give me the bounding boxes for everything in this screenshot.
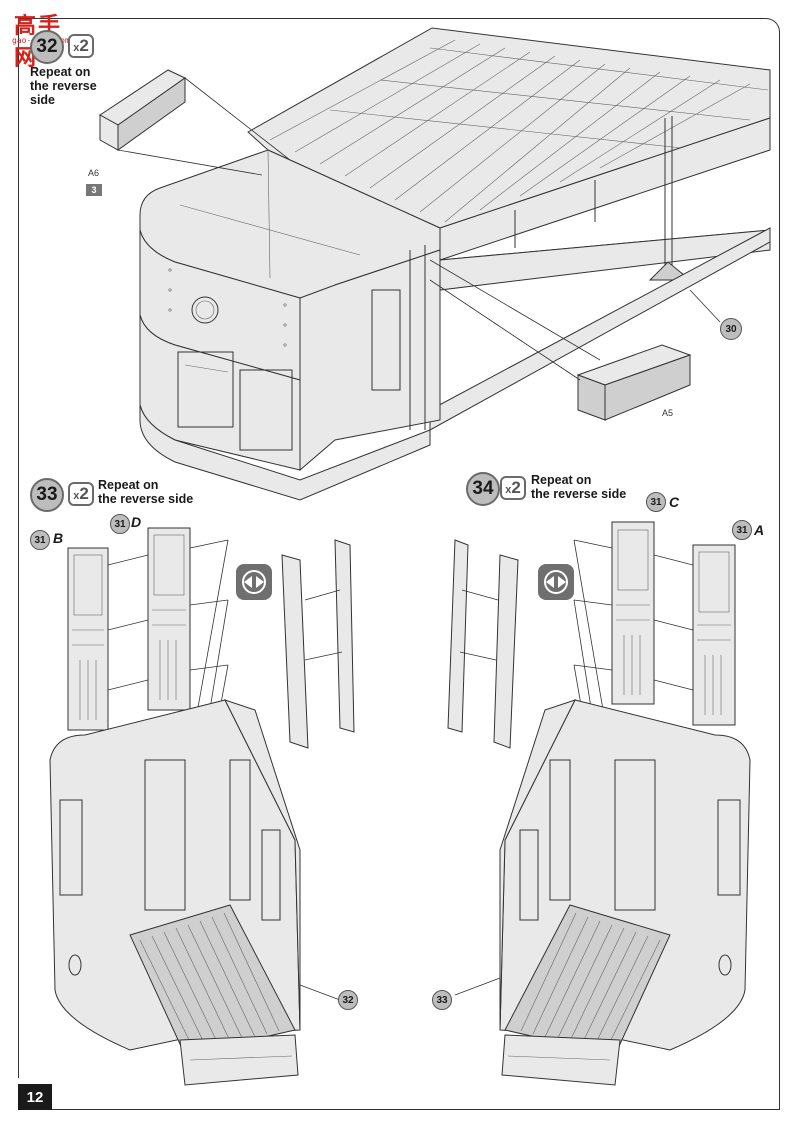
step-34-note-line-1: Repeat on	[531, 473, 592, 487]
callout-letter-d: D	[131, 514, 142, 530]
step-32-ref-callout: 30	[720, 318, 742, 340]
multiplier-x: x	[73, 42, 80, 54]
step-33-badge: 33	[30, 478, 64, 512]
page-frame	[18, 18, 780, 1110]
step-32-badge: 32	[30, 30, 64, 64]
callout-31-d: 31	[110, 514, 130, 534]
multiplier-count: 2	[79, 484, 89, 503]
mirror-arrows-icon	[538, 564, 574, 600]
step-33-note-line-2: the reverse side	[98, 492, 194, 506]
multiplier-x: x	[73, 490, 80, 502]
step-32-note-line-2: the reverse	[30, 79, 97, 93]
callout-31-c: 31	[646, 492, 666, 512]
door-panel-d	[147, 527, 191, 711]
step-33-note-line-1: Repeat on	[98, 478, 159, 492]
tram-body-assembly	[99, 27, 771, 501]
step-33-ref-callout: 32	[338, 990, 358, 1010]
callout-letter-a: A	[754, 522, 765, 538]
callout-31-b: 31	[30, 530, 50, 550]
step-32-note-line-3: side	[30, 93, 56, 107]
callout-letter-b: B	[53, 530, 64, 546]
part-label-a5: A5	[662, 408, 674, 418]
page-number: 12	[18, 1084, 52, 1110]
callout-letter-c: C	[669, 494, 680, 510]
step-34-note: Repeat on the reverse side	[531, 473, 626, 501]
callout-31-a: 31	[732, 520, 752, 540]
sheet-tag-a6: 3	[86, 184, 102, 196]
door-panel-b	[67, 547, 109, 731]
mirror-arrows-icon	[236, 564, 272, 600]
door-panel-a	[692, 544, 736, 726]
part-label-a6: A6	[88, 168, 100, 178]
left-cab-assembly	[49, 527, 355, 1086]
multiplier-count: 2	[511, 478, 521, 497]
step-32-note-line-1: Repeat on	[30, 65, 91, 79]
multiplier-count: 2	[79, 36, 89, 55]
step-34-badge: 34	[466, 472, 500, 506]
step-32-note: Repeat on the reverse side	[30, 65, 97, 107]
page-frame-left	[18, 18, 19, 1078]
door-panel-c	[611, 521, 655, 705]
step-34-note-line-2: the reverse side	[531, 487, 627, 501]
right-cab-assembly	[447, 521, 751, 1086]
step-33-note: Repeat on the reverse side	[98, 478, 193, 506]
multiplier-x: x	[505, 484, 512, 496]
page-frame-bottom	[52, 1109, 780, 1110]
step-34-ref-callout: 33	[432, 990, 452, 1010]
